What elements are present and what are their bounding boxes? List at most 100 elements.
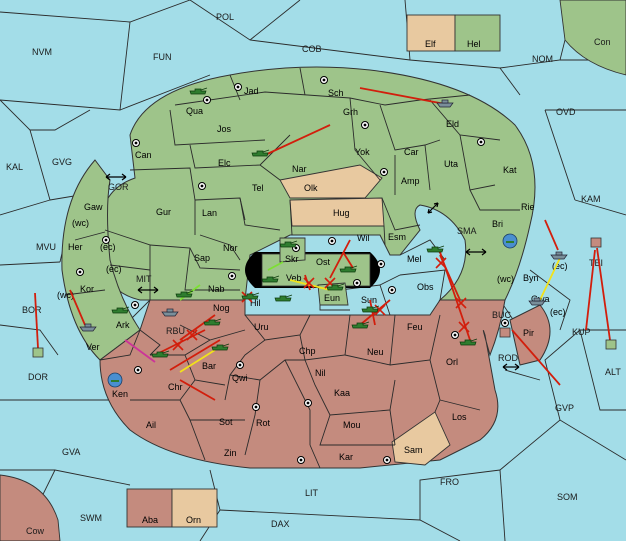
order-arrow-icon	[439, 254, 461, 301]
fleet-icon[interactable]	[79, 323, 97, 332]
province-label: Bar	[202, 361, 216, 371]
supply-center-icon	[228, 272, 236, 280]
sea-label: KUP	[572, 327, 591, 337]
supply-center-icon	[297, 456, 305, 464]
army-icon[interactable]	[241, 292, 260, 300]
army-icon[interactable]	[426, 245, 445, 253]
fleet-icon[interactable]	[605, 339, 617, 350]
land-pir[interactable]	[509, 304, 551, 366]
fleet-icon[interactable]	[436, 99, 454, 108]
double-arrow-icon	[427, 202, 439, 214]
army-icon[interactable]	[211, 343, 230, 351]
province-labels: Jad Sch Qua Jos Grh Eld Can Elc Nar Yok …	[68, 86, 550, 462]
fleet-icon[interactable]	[590, 237, 602, 248]
order-arrow-icon	[544, 219, 559, 251]
province-label: Kat	[503, 165, 517, 175]
army-icon[interactable]	[502, 233, 518, 249]
army-icon[interactable]	[279, 240, 298, 248]
sea-label: DAX	[271, 519, 290, 529]
supply-center-icon	[102, 236, 110, 244]
army-icon[interactable]	[361, 305, 380, 313]
province-label: Hil	[250, 298, 261, 308]
sea-label: FUN	[153, 52, 172, 62]
province-label: Bri	[492, 219, 503, 229]
land-cow[interactable]	[0, 474, 61, 541]
army-icon[interactable]	[175, 290, 194, 298]
province-label: Ver	[86, 342, 100, 352]
order-arrow-icon	[585, 249, 596, 331]
province-label: Orl	[446, 357, 458, 367]
army-icon[interactable]	[203, 318, 222, 326]
army-icon[interactable]	[339, 265, 358, 273]
fleet-icon[interactable]	[499, 327, 511, 338]
sea-label: GVP	[555, 403, 574, 413]
sea-label: LIT	[305, 488, 319, 498]
fleets	[32, 99, 617, 388]
province-label: Amp	[401, 176, 420, 186]
fleet-icon[interactable]	[528, 297, 546, 306]
province-label: Los	[452, 412, 467, 422]
province-label: Wil	[357, 233, 370, 243]
province-label: Grh	[343, 107, 358, 117]
coast-tags: (wc) (ec) (ec) (wc) (wc) (ec) (ec)	[57, 218, 568, 317]
sea-label: Cow	[26, 526, 45, 536]
armies	[111, 87, 478, 358]
order-arrow-icon	[329, 239, 351, 279]
fleet-icon[interactable]	[161, 308, 179, 317]
province-label: Olk	[304, 183, 318, 193]
army-icon[interactable]	[459, 338, 478, 346]
province-label: Gur	[156, 207, 171, 217]
sea-label: Con	[594, 37, 611, 47]
fleet-icon[interactable]	[32, 347, 44, 358]
order-arrow-icon	[359, 87, 446, 105]
supply-center-icon	[234, 83, 242, 91]
province-label: Jos	[217, 124, 232, 134]
passages	[105, 173, 520, 371]
army-icon[interactable]	[261, 275, 280, 283]
order-arrow-icon	[369, 299, 376, 326]
coast-tag: (ec)	[100, 242, 116, 252]
supply-center-icon	[380, 168, 388, 176]
sea-label: NVM	[32, 47, 52, 57]
legend-top: Elf Hel	[406, 14, 501, 52]
supply-center-icon	[328, 237, 336, 245]
sea-label: SMA	[457, 226, 477, 236]
province-label: Nab	[208, 284, 225, 294]
land-olk[interactable]	[279, 164, 383, 199]
province-label: Uta	[444, 159, 458, 169]
order-arrow-icon	[267, 261, 284, 271]
coast-tag: (wc)	[57, 290, 74, 300]
army-icon[interactable]	[151, 350, 170, 358]
sea-label: OVD	[556, 107, 576, 117]
sea-label: SWM	[80, 513, 102, 523]
order-arrow-icon	[264, 124, 331, 156]
army-icon[interactable]	[189, 87, 208, 95]
province-label: Her	[68, 242, 83, 252]
supply-center-icon	[134, 366, 142, 374]
army-icon[interactable]	[274, 294, 293, 302]
army-icon[interactable]	[351, 321, 370, 329]
province-label: Chr	[168, 382, 183, 392]
army-icon[interactable]	[251, 149, 270, 157]
army-icon[interactable]	[107, 372, 123, 388]
province-label: Rie	[521, 202, 535, 212]
sea-label: GVA	[62, 447, 80, 457]
land-sam[interactable]	[391, 411, 451, 466]
supply-center-icon	[451, 331, 459, 339]
fleet-icon[interactable]	[550, 251, 568, 260]
legend-swatch-elf	[406, 14, 456, 52]
supply-center-icon	[361, 121, 369, 129]
sea-label: KAM	[581, 194, 601, 204]
army-icon[interactable]	[111, 306, 130, 314]
sea-label: MIT	[136, 274, 152, 284]
province-label: Pir	[523, 328, 534, 338]
army-icon[interactable]	[326, 283, 345, 291]
order-arrow-icon	[169, 339, 221, 371]
supply-centers	[76, 76, 509, 464]
order-arrow-icon	[179, 349, 216, 373]
province-label: Lan	[202, 208, 217, 218]
province-label: Qwi	[232, 373, 248, 383]
province-label: Esm	[388, 232, 406, 242]
failed-order-icon	[186, 329, 198, 341]
province-label: Sap	[194, 253, 210, 263]
